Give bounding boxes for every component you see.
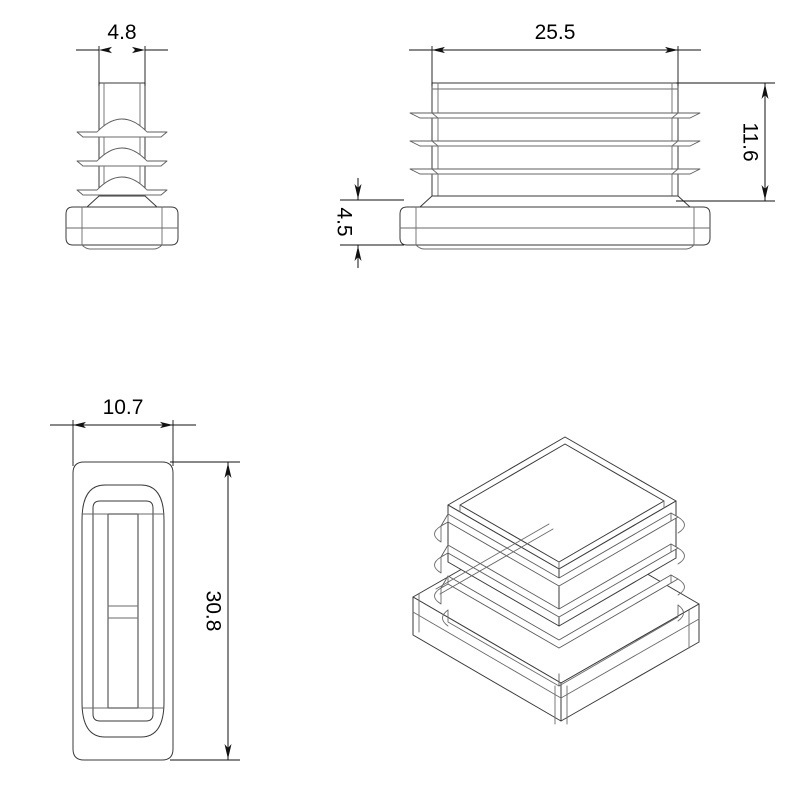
dimension-11-6: 11.6 — [676, 82, 775, 202]
dimension-4-5: 4.5 — [333, 178, 404, 268]
iso-fin-upper — [434, 512, 685, 587]
view-side-wide: 25.5 11.6 4.5 — [333, 21, 775, 268]
stem-inner-rect-plan — [93, 501, 153, 721]
view-plan: 10.7 30.8 — [50, 396, 240, 761]
fin-lower — [76, 176, 168, 196]
fin-wide-lower — [409, 168, 701, 175]
stem-oval-plan — [82, 485, 164, 737]
dimension-label-25-5: 25.5 — [535, 21, 576, 44]
iso-fin-middle — [434, 543, 685, 618]
iso-flange-groove — [435, 523, 554, 595]
dimension-label-10-7: 10.7 — [103, 396, 144, 419]
dimension-30-8: 30.8 — [170, 461, 240, 761]
fin-tangent-lines-plan — [81, 513, 165, 709]
fin-middle — [76, 147, 168, 167]
flange-outline-plan — [72, 461, 174, 761]
view-label-side-narrow — [60, 10, 250, 270]
dimension-25-5: 25.5 — [409, 21, 701, 86]
fin-wide-middle — [409, 140, 701, 147]
fin-wide-upper — [409, 112, 701, 119]
view-side-narrow: 4.8 — [65, 21, 179, 250]
dimension-label-30-8: 30.8 — [202, 591, 225, 632]
flange-narrow — [65, 206, 179, 250]
gate-mark-plan — [107, 605, 139, 619]
view-isometric — [412, 436, 700, 725]
dimension-label-4-5: 4.5 — [333, 207, 356, 236]
view-label-isometric — [400, 420, 710, 740]
iso-fin-lower — [434, 574, 685, 649]
view-label-plan — [45, 400, 250, 775]
fin-upper — [76, 118, 168, 138]
flange-wide — [399, 206, 711, 250]
dimension-4-8: 4.8 — [76, 21, 168, 86]
iso-stem-foot — [442, 604, 684, 687]
view-label-side-wide — [335, 10, 775, 280]
dimension-10-7: 10.7 — [50, 396, 196, 466]
dimension-label-11-6: 11.6 — [739, 122, 762, 161]
dimension-label-4-8: 4.8 — [107, 21, 136, 44]
